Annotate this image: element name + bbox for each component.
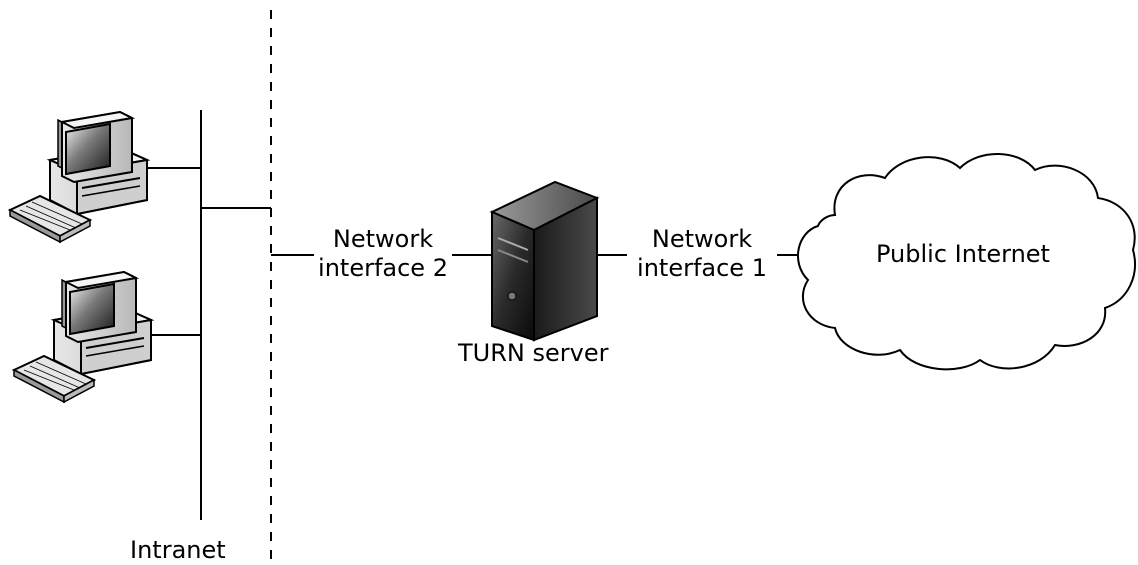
- intranet-label: Intranet: [130, 536, 226, 564]
- public-internet-label: Public Internet: [876, 240, 1050, 268]
- network-interface-1-line2: interface 1: [637, 254, 767, 282]
- network-interface-2-line1: Network: [332, 225, 434, 253]
- network-interface-2-line2: interface 2: [318, 254, 448, 282]
- network-interface-1-label: Network interface 1: [622, 225, 782, 283]
- turn-server-label: TURN server: [458, 339, 609, 367]
- network-interface-2-label: Network interface 2: [306, 225, 460, 283]
- desktop-computer-icon: [9, 111, 148, 243]
- tower-server-icon: [489, 180, 600, 342]
- cloud-icon: [797, 153, 1136, 371]
- desktop-computer-icon: [13, 271, 152, 403]
- network-interface-1-line1: Network: [651, 225, 753, 253]
